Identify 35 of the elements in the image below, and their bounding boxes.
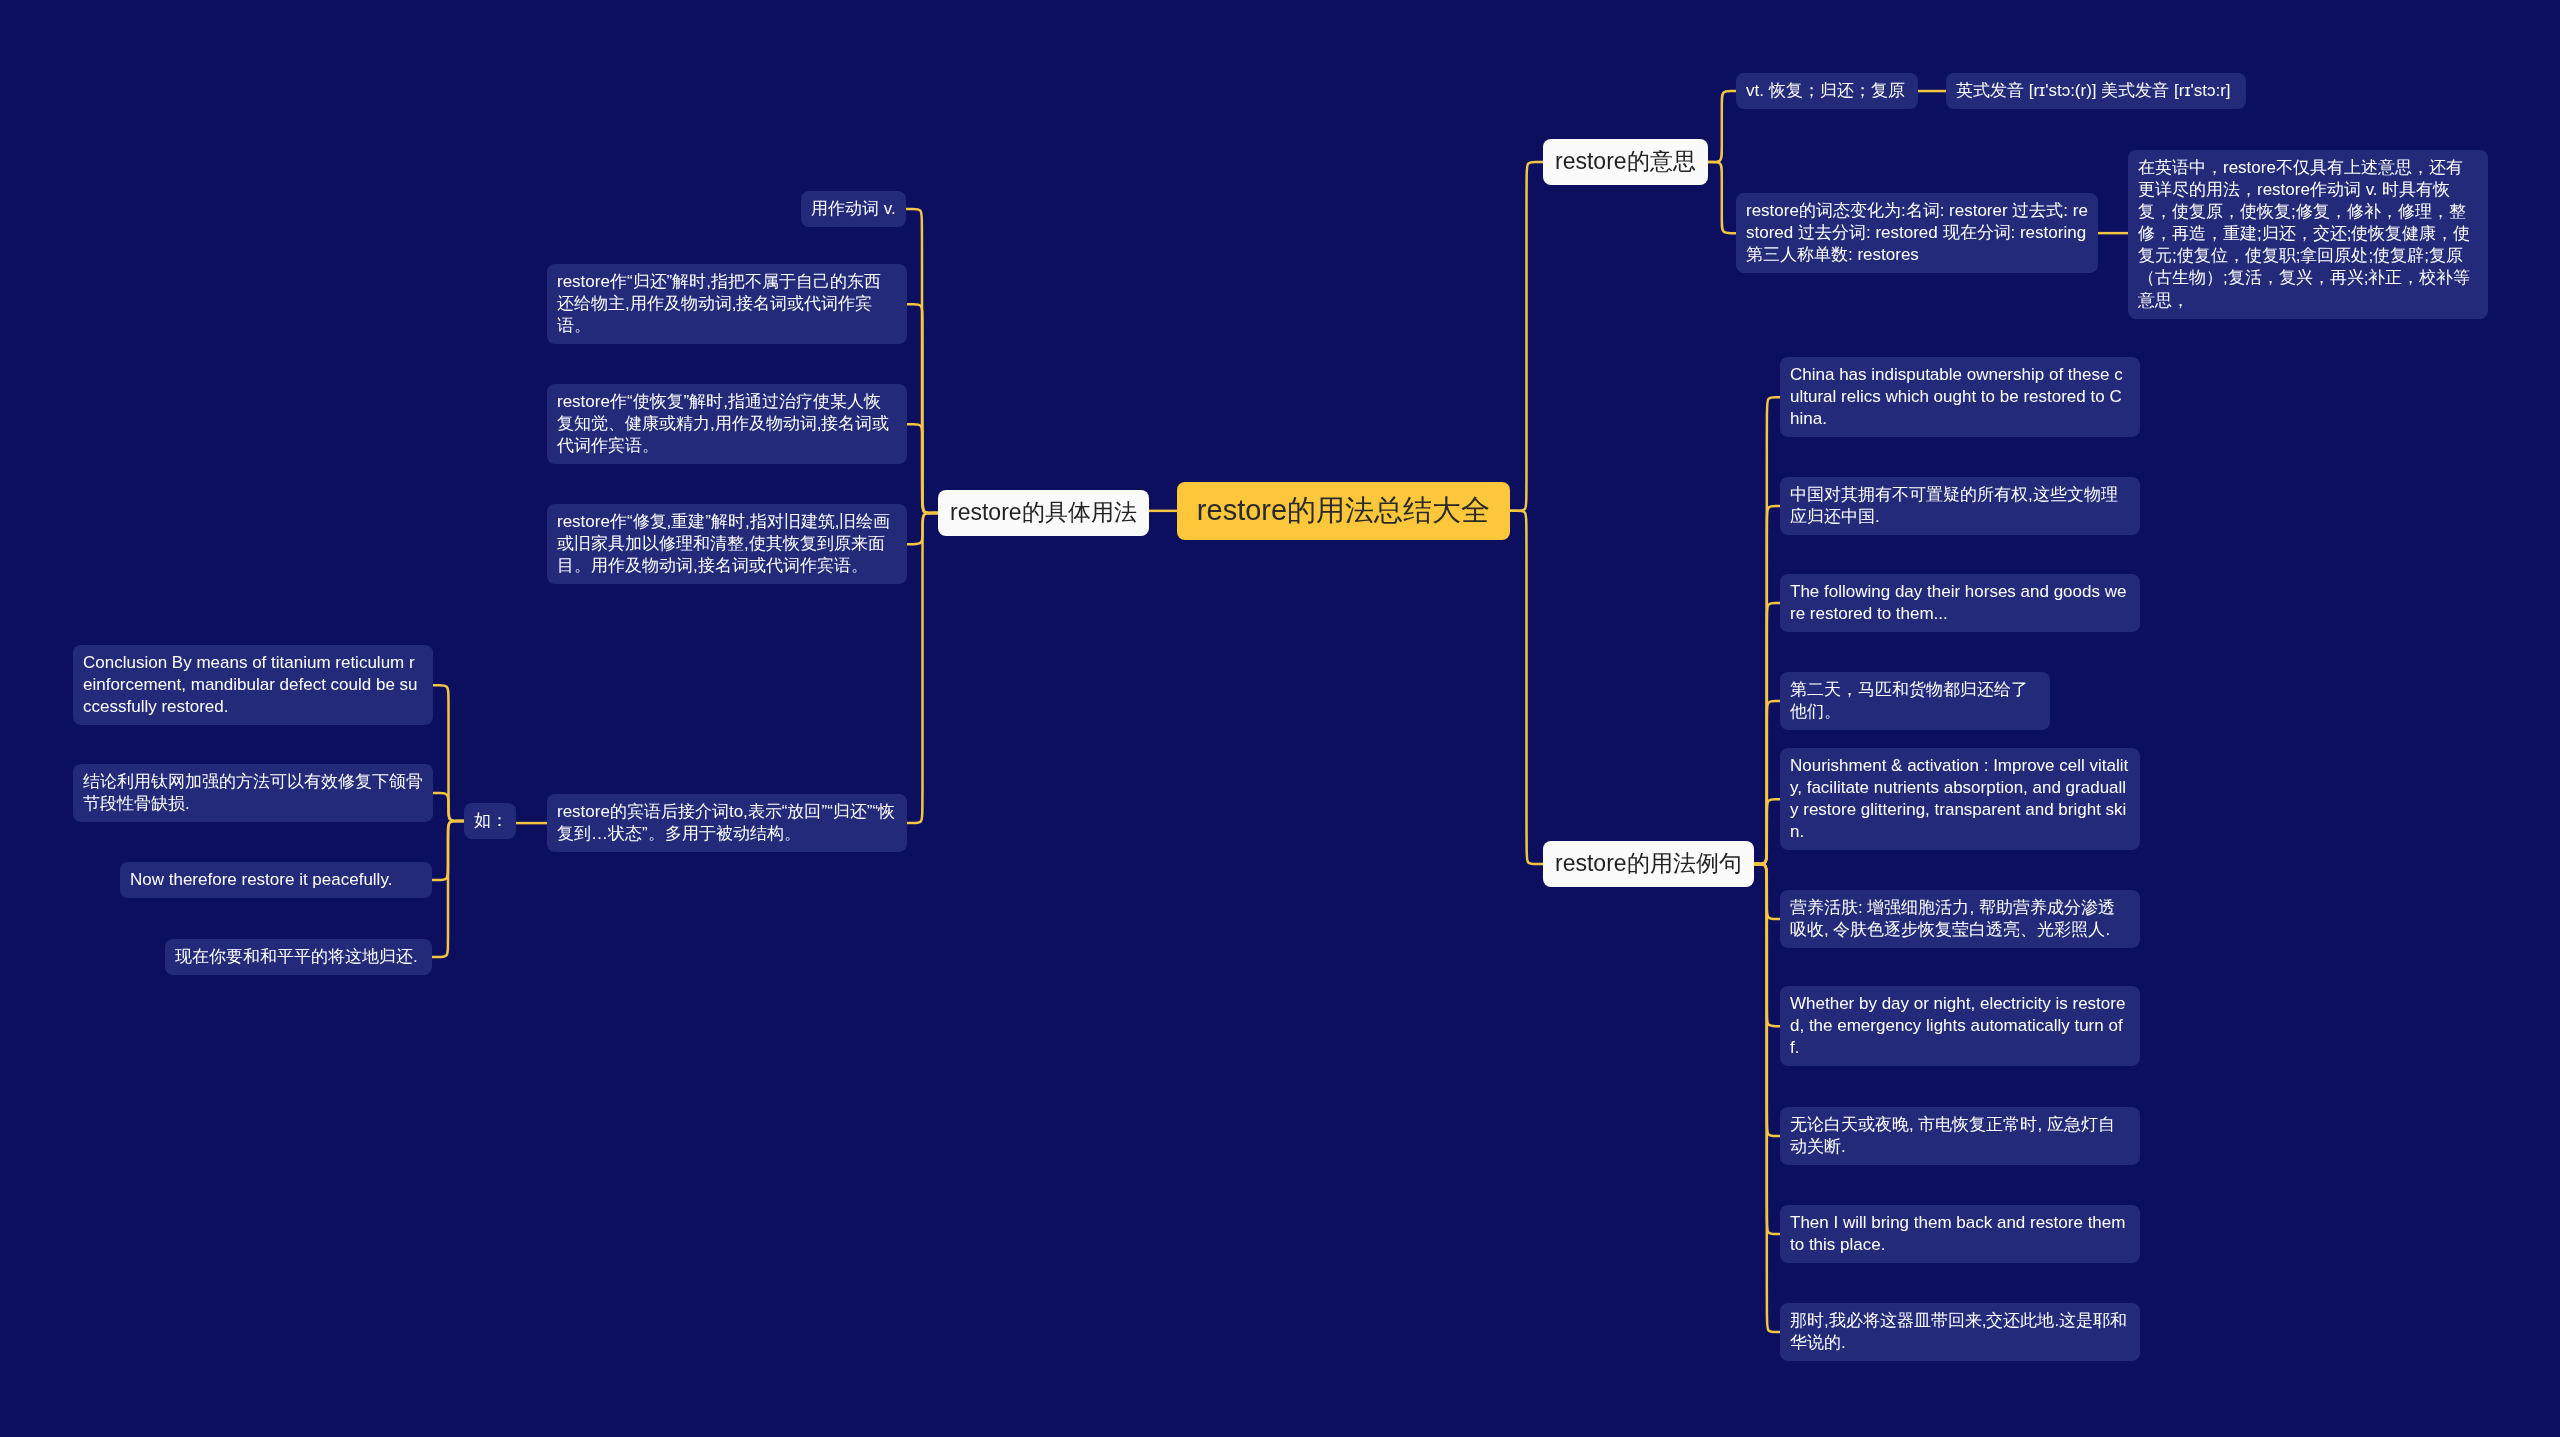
connector-line <box>1918 89 1946 93</box>
connector-line <box>2098 231 2128 235</box>
topic-box: restore的词态变化为:名词: restorer 过去式: restored 过去分词: restored 现在分词: restoring 第三人称单数: restores <box>1736 193 2098 274</box>
topic-box: 第二天，马匹和货物都归还给了他们。 <box>1780 672 2050 731</box>
connector-line <box>431 819 465 959</box>
topic-box: Nourishment & activation : Improve cell vitality, facilitate nutrients absorption, and gradually restore glittering, transparent and bright skin. <box>1780 748 2140 851</box>
topic-box: restore作“使恢复”解时,指通过治疗使某人恢复知觉、健康或精力,用作及物动词,接名词或代词作宾语。 <box>547 384 907 465</box>
topic-box: 那时,我必将这器皿带回来,交还此地.这是耶和华说的. <box>1780 1303 2140 1362</box>
connector-line <box>1148 509 1177 513</box>
connector-line <box>1707 160 1737 235</box>
topic-box: 结论利用钛网加强的方法可以有效修复下颌骨节段性骨缺损. <box>73 764 433 823</box>
topic-box: China has indisputable ownership of these cultural relics which ought to be restored to China. <box>1780 357 2140 438</box>
topic-box: restore的宾语后接介词to,表示“放回”“归还”“恢复到…状态”。多用于被动结构。 <box>547 794 907 853</box>
topic-box: 无论白天或夜晚, 市电恢复正常时, 应急灯自动关断. <box>1780 1107 2140 1166</box>
topic-box: vt. 恢复；归还；复原 <box>1736 73 1918 110</box>
topic-box: The following day their horses and goods were restored to them... <box>1780 574 2140 633</box>
branch-topic: restore的意思 <box>1543 139 1708 185</box>
branch-topic: restore的具体用法 <box>938 490 1149 536</box>
topic-box: 如： <box>464 803 516 840</box>
connector-line <box>1509 509 1544 866</box>
topic-box: restore作“修复,重建”解时,指对旧建筑,旧绘画或旧家具加以修理和清整,使其恢复到原来面目。用作及物动词,接名词或代词作宾语。 <box>547 504 907 585</box>
topic-box: 中国对其拥有不可置疑的所有权,这些文物理应归还中国. <box>1780 477 2140 536</box>
connector-line <box>516 821 547 825</box>
topic-box: Now therefore restore it peacefully. <box>120 862 432 899</box>
topic-box: 用作动词 v. <box>801 191 906 228</box>
topic-box: 英式发音 [rɪ'stɔ:(r)] 美式发音 [rɪ'stɔ:r] <box>1946 73 2246 110</box>
topic-box: restore作“归还”解时,指把不属于自己的东西还给物主,用作及物动词,接名词或代词作宾语。 <box>547 264 907 345</box>
topic-box: Whether by day or night, electricity is restored, the emergency lights automatically turn off. <box>1780 986 2140 1067</box>
topic-box: 在英语中，restore不仅具有上述意思，还有更详尽的用法，restore作动词 v. 时具有恢复，使复原，使恢复;修复，修补，修理，整修，再造，重建;归还，交还;使恢复健康，使复元;使复位，使复职;拿回原处;使复辟;复原（古生物）;复活，复兴，再兴;补正，校补等意思， <box>2128 150 2488 319</box>
topic-box: 现在你要和和平平的将这地归还. <box>165 939 432 976</box>
topic-box: Then I will bring them back and restore them to this place. <box>1780 1205 2140 1264</box>
central-topic: restore的用法总结大全 <box>1177 482 1510 540</box>
topic-box: Conclusion By means of titanium reticulum reinforcement, mandibular defect could be successfully restored. <box>73 645 433 726</box>
branch-topic: restore的用法例句 <box>1543 841 1754 887</box>
topic-box: 营养活肤: 增强细胞活力, 帮助营养成分渗透吸收, 令肤色逐步恢复莹白透亮、光彩照人. <box>1780 890 2140 949</box>
